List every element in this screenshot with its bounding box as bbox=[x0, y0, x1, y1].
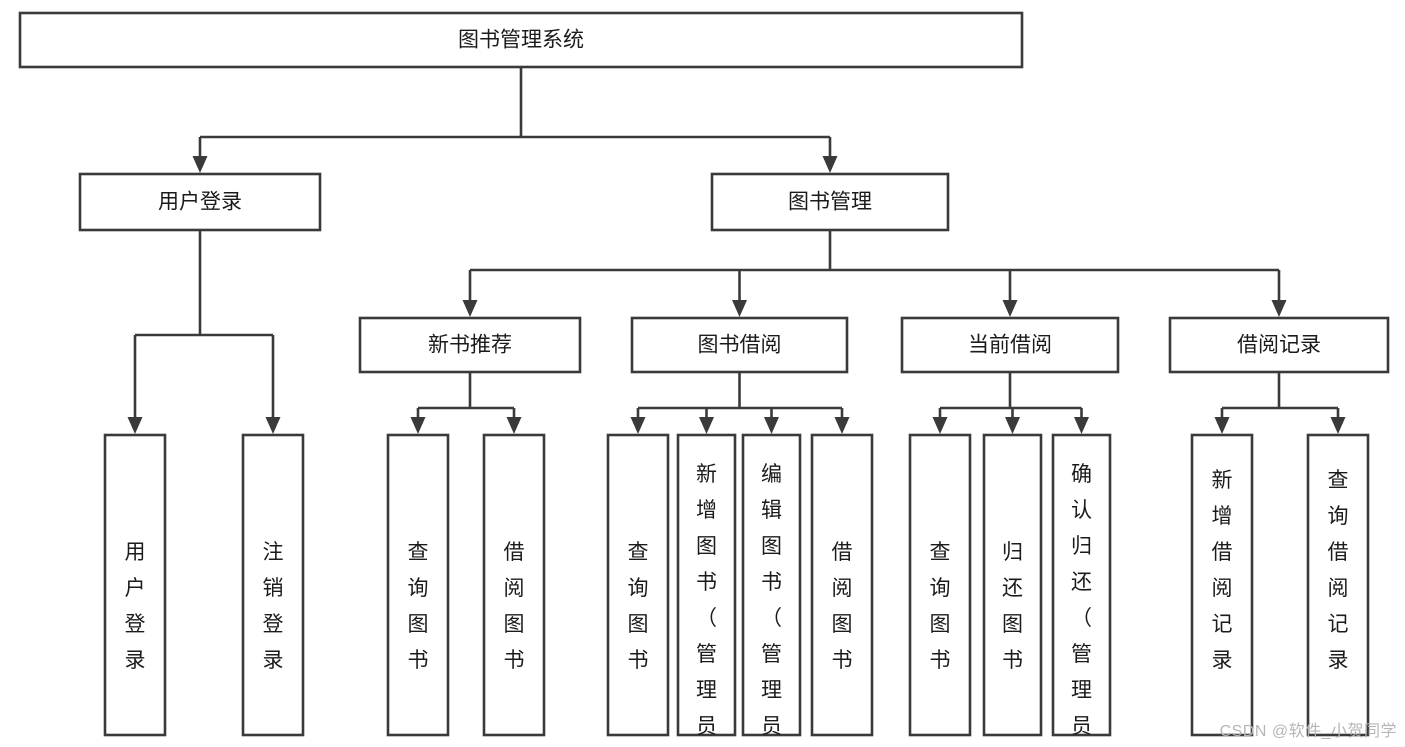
node-box[interactable] bbox=[908, 433, 972, 737]
node-label: 图书管理系统 bbox=[458, 29, 584, 52]
node-leaf-confirm-return[interactable]: 确认归还（管理员） bbox=[1051, 433, 1112, 747]
node-box[interactable] bbox=[741, 433, 802, 737]
arrow-head-icon bbox=[630, 417, 646, 434]
node-box[interactable] bbox=[103, 433, 167, 737]
node-box[interactable] bbox=[900, 316, 1120, 374]
arrow-head-icon bbox=[1074, 417, 1089, 434]
node-label: 图书借阅 bbox=[698, 334, 782, 357]
node-label: 注销登录 bbox=[263, 541, 284, 672]
node-leaf-borrow-book-1[interactable]: 借阅图书 bbox=[482, 433, 546, 737]
node-label: 借阅记录 bbox=[1237, 334, 1321, 357]
node-box[interactable] bbox=[606, 433, 670, 737]
node-box[interactable] bbox=[386, 433, 450, 737]
arrow-head-icon bbox=[732, 300, 747, 317]
node-label: 查询图书 bbox=[408, 541, 429, 672]
node-leaf-borrow-book-2[interactable]: 借阅图书 bbox=[810, 433, 874, 737]
node-box[interactable] bbox=[78, 172, 322, 232]
node-label: 新增借阅记录 bbox=[1212, 469, 1233, 672]
node-label: 新书推荐 bbox=[428, 334, 512, 357]
node-box[interactable] bbox=[1306, 433, 1370, 737]
node-label: 查询借阅记录 bbox=[1328, 469, 1349, 672]
connector-group bbox=[127, 230, 281, 434]
node-label: 图书管理 bbox=[788, 191, 872, 214]
node-leaf-add-record[interactable]: 新增借阅记录 bbox=[1190, 433, 1254, 737]
node-leaf-query-book-3[interactable]: 查询图书 bbox=[908, 433, 972, 737]
arrow-head-icon bbox=[410, 417, 426, 434]
node-leaf-edit-book[interactable]: 编辑图书（管理员） bbox=[741, 433, 802, 747]
connector-group bbox=[932, 372, 1089, 434]
connector-group bbox=[462, 230, 1287, 317]
node-leaf-user-login[interactable]: 用户登录 bbox=[103, 433, 167, 737]
arrow-head-icon bbox=[1002, 300, 1018, 317]
node-box[interactable] bbox=[241, 433, 305, 737]
node-label: 查询图书 bbox=[930, 541, 951, 672]
node-box[interactable] bbox=[630, 316, 849, 374]
node-label: 借阅图书 bbox=[832, 541, 853, 672]
arrow-head-icon bbox=[127, 417, 143, 434]
arrow-head-icon bbox=[506, 417, 522, 434]
node-book-manage[interactable]: 图书管理 bbox=[710, 172, 950, 232]
node-box[interactable] bbox=[710, 172, 950, 232]
node-leaf-query-book-1[interactable]: 查询图书 bbox=[386, 433, 450, 737]
node-label: 归还图书 bbox=[1002, 541, 1023, 672]
node-new-book-rec[interactable]: 新书推荐 bbox=[358, 316, 582, 374]
connector-group bbox=[1214, 372, 1346, 434]
node-label: 借阅图书 bbox=[504, 541, 525, 672]
node-layer: 图书管理系统用户登录图书管理新书推荐图书借阅当前借阅借阅记录用户登录注销登录查询… bbox=[18, 11, 1390, 747]
node-label: 编辑图书（管理员） bbox=[761, 463, 782, 747]
node-label: 用户登录 bbox=[158, 191, 242, 214]
node-label: 新增图书（管理员） bbox=[696, 463, 717, 747]
node-label: 查询图书 bbox=[628, 541, 649, 672]
node-box[interactable] bbox=[358, 316, 582, 374]
arrow-head-icon bbox=[265, 417, 281, 434]
node-root[interactable]: 图书管理系统 bbox=[18, 11, 1024, 69]
arrow-head-icon bbox=[192, 156, 208, 173]
node-leaf-add-book[interactable]: 新增图书（管理员） bbox=[676, 433, 737, 747]
node-label: 用户登录 bbox=[125, 541, 146, 672]
arrow-head-icon bbox=[834, 417, 850, 434]
arrow-head-icon bbox=[1214, 417, 1230, 434]
node-box[interactable] bbox=[18, 11, 1024, 69]
arrow-head-icon bbox=[699, 417, 714, 434]
node-borrow-record[interactable]: 借阅记录 bbox=[1168, 316, 1390, 374]
node-box[interactable] bbox=[1168, 316, 1390, 374]
node-box[interactable] bbox=[1051, 433, 1112, 737]
node-box[interactable] bbox=[482, 433, 546, 737]
csdn-watermark: CSDN @软件_小贺同学 bbox=[1219, 723, 1397, 740]
connector-layer bbox=[127, 67, 1346, 434]
node-leaf-query-record[interactable]: 查询借阅记录 bbox=[1306, 433, 1370, 737]
node-box[interactable] bbox=[810, 433, 874, 737]
node-book-borrow[interactable]: 图书借阅 bbox=[630, 316, 849, 374]
connector-group bbox=[630, 372, 850, 434]
node-box[interactable] bbox=[676, 433, 737, 737]
node-box[interactable] bbox=[1190, 433, 1254, 737]
arrow-head-icon bbox=[932, 417, 948, 434]
node-leaf-query-book-2[interactable]: 查询图书 bbox=[606, 433, 670, 737]
arrow-head-icon bbox=[764, 417, 779, 434]
node-leaf-return-book[interactable]: 归还图书 bbox=[982, 433, 1043, 737]
arrow-head-icon bbox=[822, 156, 838, 173]
node-label: 当前借阅 bbox=[968, 334, 1052, 357]
node-label: 确认归还（管理员） bbox=[1071, 463, 1092, 747]
node-current-borrow[interactable]: 当前借阅 bbox=[900, 316, 1120, 374]
connector-group bbox=[410, 372, 522, 434]
connector-group bbox=[192, 67, 838, 173]
arrow-head-icon bbox=[1271, 300, 1287, 317]
node-leaf-logout[interactable]: 注销登录 bbox=[241, 433, 305, 737]
arrow-head-icon bbox=[1330, 417, 1346, 434]
node-box[interactable] bbox=[982, 433, 1043, 737]
arrow-head-icon bbox=[1005, 417, 1020, 434]
node-user-login[interactable]: 用户登录 bbox=[78, 172, 322, 232]
arrow-head-icon bbox=[462, 300, 478, 317]
